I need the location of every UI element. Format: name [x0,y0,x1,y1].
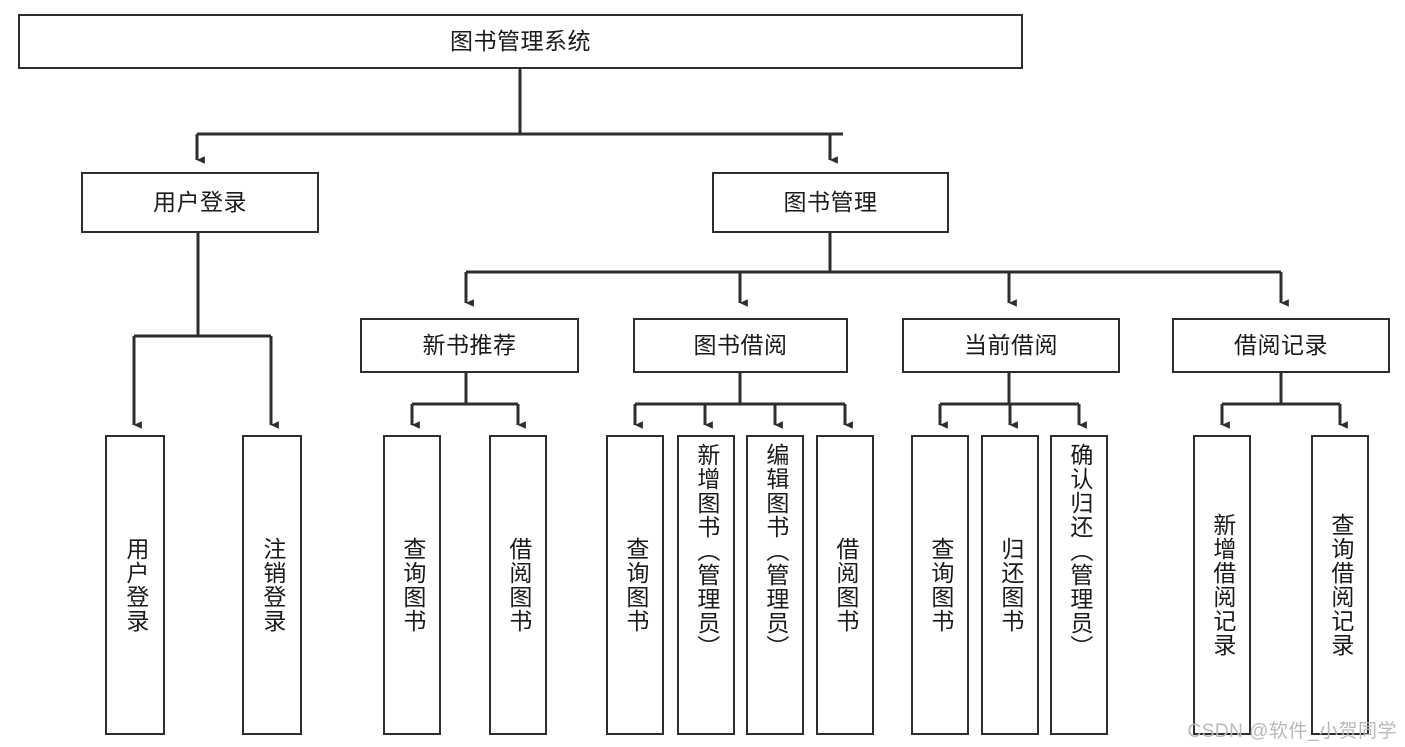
leaf-record-add-borrow-record-label: 新增借阅记录 [1209,513,1236,657]
node-book-borrow-label: 图书借阅 [693,331,788,358]
leaf-current-query-book[interactable]: 查询图书 [911,435,969,735]
leaf-current-return-book-label: 归还图书 [997,537,1024,633]
leaf-record-add-borrow-record[interactable]: 新增借阅记录 [1193,435,1251,735]
node-book-borrow[interactable]: 图书借阅 [633,318,848,373]
leaf-logout-label: 注销登录 [259,537,286,633]
leaf-user-login-label: 用户登录 [122,537,149,633]
leaf-user-login[interactable]: 用户登录 [105,435,165,735]
leaf-current-confirm-return-admin[interactable]: 确认归还（管理员） [1050,435,1108,735]
leaf-borrow-add-book-admin[interactable]: 新增图书（管理员） [677,435,735,735]
node-borrow-record[interactable]: 借阅记录 [1172,318,1390,373]
node-borrow-record-label: 借阅记录 [1234,331,1328,358]
leaf-borrow-edit-book-admin-label: 编辑图书（管理员） [762,443,789,659]
leaf-recommend-query-book-label: 查询图书 [399,537,426,633]
node-user-login[interactable]: 用户登录 [81,172,319,233]
leaf-logout[interactable]: 注销登录 [242,435,302,735]
node-user-login-label: 用户登录 [153,188,247,215]
node-root-book-management-system[interactable]: 图书管理系统 [18,14,1023,69]
node-current-borrow-label: 当前借阅 [964,331,1058,358]
leaf-record-query-borrow-record-label: 查询借阅记录 [1327,513,1354,657]
node-new-book-recommend-label: 新书推荐 [422,331,517,358]
node-current-borrow[interactable]: 当前借阅 [902,318,1120,373]
leaf-borrow-borrow-book[interactable]: 借阅图书 [816,435,874,735]
leaf-borrow-edit-book-admin[interactable]: 编辑图书（管理员） [746,435,804,735]
node-book-management[interactable]: 图书管理 [712,172,949,233]
leaf-recommend-borrow-book-label: 借阅图书 [505,537,532,633]
leaf-current-query-book-label: 查询图书 [927,537,954,633]
leaf-borrow-add-book-admin-label: 新增图书（管理员） [693,443,720,659]
leaf-borrow-borrow-book-label: 借阅图书 [832,537,859,633]
leaf-borrow-query-book[interactable]: 查询图书 [606,435,664,735]
leaf-recommend-borrow-book[interactable]: 借阅图书 [489,435,547,735]
leaf-record-query-borrow-record[interactable]: 查询借阅记录 [1311,435,1369,735]
node-new-book-recommend[interactable]: 新书推荐 [360,318,579,373]
leaf-current-return-book[interactable]: 归还图书 [981,435,1039,735]
leaf-current-confirm-return-admin-label: 确认归还（管理员） [1066,443,1093,659]
leaf-recommend-query-book[interactable]: 查询图书 [383,435,441,735]
node-book-management-label: 图书管理 [783,188,878,215]
node-root-label: 图书管理系统 [450,27,591,54]
leaf-borrow-query-book-label: 查询图书 [622,537,649,633]
